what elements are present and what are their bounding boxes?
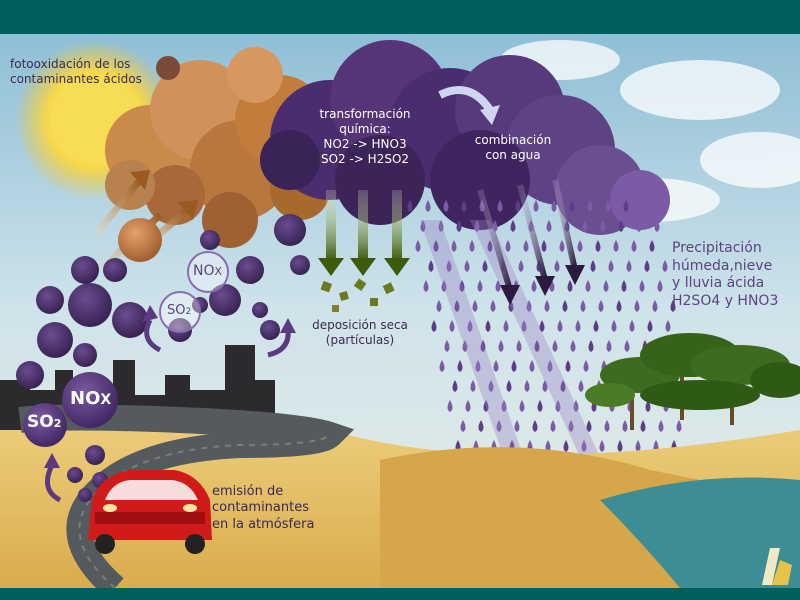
dry-deposition-label: deposición seca(partículas) <box>300 318 420 348</box>
pollution-bubble <box>118 218 162 262</box>
pollution-bubble <box>36 286 64 314</box>
pollution-bubble <box>103 258 127 282</box>
pollution-bubble <box>78 488 92 502</box>
pollution-bubble <box>112 302 148 338</box>
so2-large-bubble-label: SO2 <box>27 412 61 433</box>
top-frame-bar <box>0 0 800 34</box>
pollution-bubble <box>16 361 44 389</box>
pollution-bubble <box>85 445 105 465</box>
pollution-bubble <box>71 256 99 284</box>
pollution-bubble <box>73 343 97 367</box>
bottom-frame-bar <box>0 588 800 600</box>
emission-label: emisión decontaminantesen la atmósfera <box>212 484 314 533</box>
pollution-bubble <box>200 230 220 250</box>
pollution-bubble <box>290 255 310 275</box>
so2-small-bubble-label: SO2 <box>167 303 191 319</box>
nox-small-bubble-label: NOX <box>193 263 222 281</box>
pollution-bubble <box>67 467 83 483</box>
pollution-bubble <box>37 322 73 358</box>
photooxidation-label: fotooxidación de loscontaminantes ácidos <box>10 57 142 87</box>
pollution-bubble <box>68 283 112 327</box>
pollution-bubble <box>252 302 268 318</box>
pollution-bubble <box>236 256 264 284</box>
pollution-bubble <box>274 214 306 246</box>
dry-deposition-arrows <box>318 190 410 276</box>
pollution-bubble <box>260 320 280 340</box>
nox-large-bubble-label: NOX <box>70 388 111 411</box>
